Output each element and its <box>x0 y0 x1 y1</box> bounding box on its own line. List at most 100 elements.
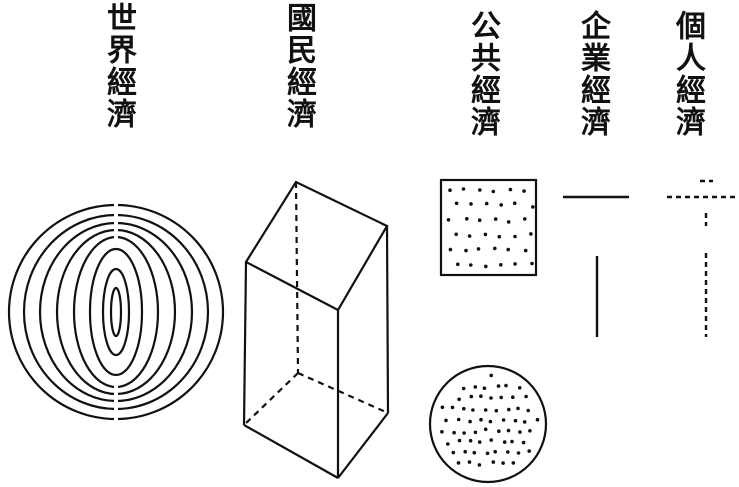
stipple-dot <box>448 188 452 192</box>
stipple-dot <box>454 232 459 237</box>
stipple-dot <box>507 407 511 412</box>
stipple-dot <box>483 408 488 412</box>
world-ring-5 <box>88 247 144 377</box>
stipple-dot <box>531 205 535 209</box>
world-ring-7 <box>109 286 123 338</box>
stipple-dot <box>452 430 456 435</box>
stipple-dot <box>446 218 451 222</box>
stipple-dot <box>501 461 505 465</box>
stipple-dot <box>456 461 461 465</box>
stipple-dot <box>457 397 461 402</box>
stipple-dot <box>446 442 450 446</box>
stipple-dot <box>528 429 532 433</box>
stipple-dot <box>489 438 494 442</box>
stipple-dot <box>463 449 468 454</box>
stipple-dot <box>516 451 521 455</box>
stipple-dot <box>516 406 520 411</box>
stipple-dot <box>499 263 503 267</box>
stipple-dot <box>506 428 511 433</box>
stipple-dot <box>477 218 482 222</box>
stipple-dot <box>468 419 472 424</box>
stipple-dot <box>469 263 473 267</box>
stipple-dot <box>508 187 513 192</box>
stipple-dot <box>527 449 531 453</box>
stipple-dot <box>493 217 498 221</box>
prism-bottom-front <box>243 424 339 479</box>
stipple-dot <box>513 234 517 239</box>
label-firm-economy: 企業經濟 <box>575 10 610 138</box>
stipple-dot <box>454 201 459 206</box>
stipple-dot <box>462 406 466 411</box>
stipple-dot <box>493 449 498 454</box>
label-personal-economy: 個人經濟 <box>670 10 705 138</box>
stipple-dot <box>457 438 462 443</box>
stipple-dot <box>491 460 496 464</box>
public-circle-outline <box>428 364 548 484</box>
stipple-dot <box>491 189 496 194</box>
stipple-dot <box>496 384 501 388</box>
stipple-dot <box>521 440 526 445</box>
stipple-dot <box>468 438 473 443</box>
stipple-dot <box>483 427 488 432</box>
label-national-economy: 國民經濟 <box>281 2 316 130</box>
stipple-dot <box>523 217 527 221</box>
stipple-dot <box>469 202 473 206</box>
stipple-dot <box>504 383 508 388</box>
stipple-dot <box>462 431 466 435</box>
stipple-dot <box>450 405 455 410</box>
stipple-dot <box>456 262 460 267</box>
stipple-dot <box>529 232 533 236</box>
stipple-dot <box>522 189 526 193</box>
stipple-dot <box>479 417 483 422</box>
personal-economy-figure <box>667 179 735 337</box>
prism-top-face <box>244 180 389 312</box>
public-economy-square <box>439 178 538 277</box>
stipple-dot <box>464 248 468 253</box>
stipple-dot <box>524 394 528 399</box>
stipple-dot <box>471 408 475 412</box>
stipple-dot <box>513 418 518 423</box>
stipple-dot <box>476 247 481 251</box>
world-economy-figure <box>7 200 225 424</box>
stipple-dot <box>530 261 534 266</box>
stipple-dot <box>517 386 522 390</box>
stipple-dot <box>488 419 493 424</box>
stipple-dot <box>440 405 445 410</box>
stipple-dot <box>499 395 504 400</box>
stipple-dot <box>501 418 506 422</box>
national-economy-prism <box>242 180 390 479</box>
stipple-dot <box>473 385 478 389</box>
stipple-dot <box>467 234 472 238</box>
stipple-dot <box>451 450 456 455</box>
stipple-dot <box>479 394 483 399</box>
stipple-dot <box>493 246 497 251</box>
stipple-dot <box>511 461 516 465</box>
stipple-dot <box>485 451 490 456</box>
public-economy-circle <box>428 364 548 484</box>
stipple-dot <box>506 450 510 454</box>
public-square-dots <box>446 187 535 269</box>
stipple-dot <box>461 187 466 191</box>
stipple-dot <box>535 417 540 422</box>
stipple-dot <box>511 395 515 400</box>
stipple-dot <box>494 408 499 413</box>
stipple-dot <box>489 373 494 378</box>
public-square-outline <box>439 178 538 277</box>
world-ring-6 <box>101 267 131 357</box>
stipple-dot <box>489 396 493 400</box>
stipple-dot <box>472 450 477 455</box>
stipple-dot <box>526 408 530 413</box>
stipple-dot <box>518 430 522 434</box>
stipple-dot <box>484 264 488 269</box>
stipple-dot <box>506 247 511 252</box>
stipple-dot <box>506 220 511 224</box>
stipple-dot <box>497 429 501 434</box>
stipple-dot <box>523 248 528 253</box>
stipple-dot <box>467 460 472 464</box>
stipple-dot <box>512 201 517 205</box>
stipple-dot <box>473 430 478 435</box>
stipple-dot <box>440 430 444 434</box>
stipple-dot <box>499 203 504 207</box>
stipple-dot <box>477 440 482 444</box>
